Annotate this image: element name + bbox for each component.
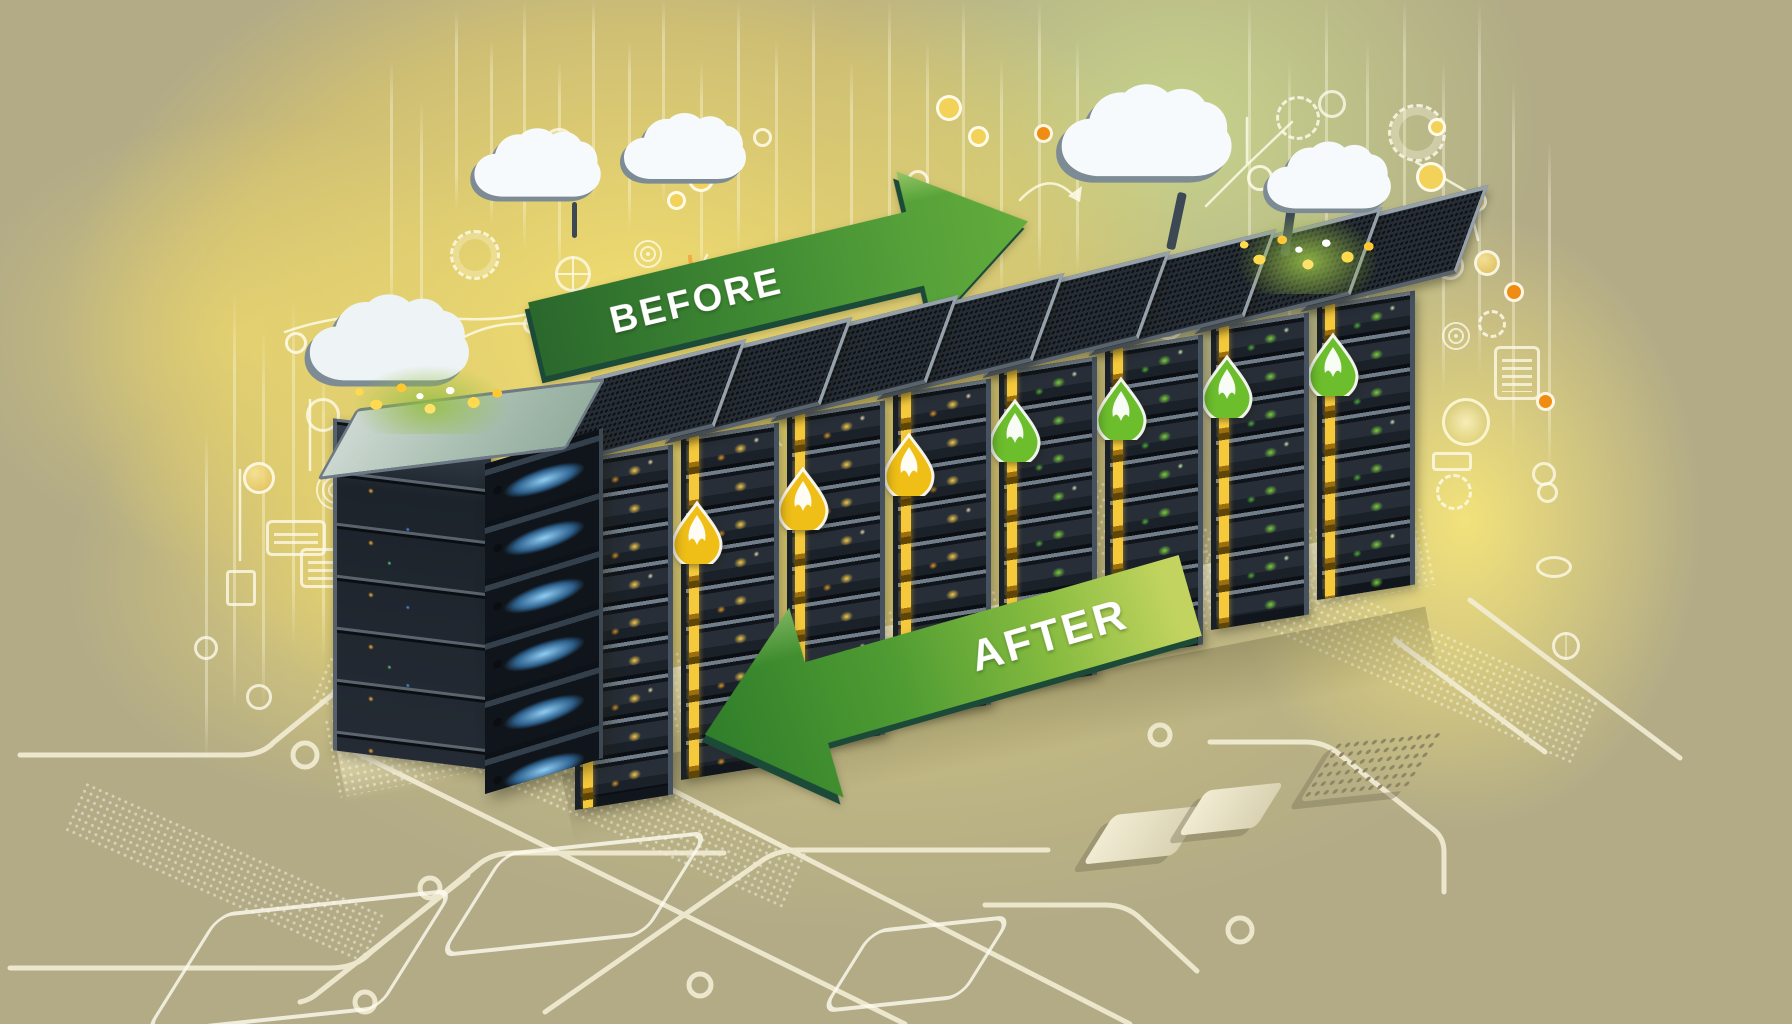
coin-icon xyxy=(243,462,275,494)
cloud-pole xyxy=(572,202,577,238)
sky-line xyxy=(1000,60,1003,295)
server-rack-column xyxy=(1089,228,1277,660)
flower-patch xyxy=(1232,212,1384,294)
node-dot-icon xyxy=(936,95,962,121)
sky-line xyxy=(1248,0,1251,315)
sky-line xyxy=(850,60,853,315)
server-rack-column xyxy=(1301,184,1489,600)
tag-icon xyxy=(1432,452,1472,471)
shell-spiral-icon xyxy=(632,238,664,270)
flame-glyph-icon xyxy=(688,515,706,545)
pin-icon xyxy=(194,636,218,660)
sky-line xyxy=(455,10,458,210)
node-dot-icon xyxy=(968,126,989,147)
sky-line xyxy=(390,60,393,320)
protection-badge-icon xyxy=(1307,332,1359,396)
sky-line xyxy=(592,0,595,200)
document-icon xyxy=(1494,346,1540,400)
sky-line xyxy=(205,430,208,760)
sky-line xyxy=(1512,80,1515,455)
node-ring-icon xyxy=(285,332,307,354)
document-icon xyxy=(266,520,326,556)
cloud-icon xyxy=(1056,84,1232,183)
node-dot-icon xyxy=(1504,282,1524,302)
sky-line xyxy=(888,0,891,295)
chip-icon xyxy=(226,570,256,606)
flame-glyph-icon xyxy=(1006,413,1024,443)
cloud-icon xyxy=(620,113,746,184)
server-rack-column xyxy=(771,294,959,750)
lead-rack-blue-side xyxy=(485,427,603,795)
protection-badge-icon xyxy=(989,398,1041,462)
arrowhead-doodle-icon xyxy=(1068,186,1082,202)
protection-badge-icon xyxy=(1201,354,1253,418)
node-dot-icon xyxy=(1428,118,1446,136)
flame-glyph-icon xyxy=(1324,347,1342,377)
node-ring-icon xyxy=(753,128,772,147)
node-dot-icon xyxy=(1416,162,1446,192)
oval-icon xyxy=(1536,556,1572,578)
flame-glyph-icon xyxy=(1112,391,1130,421)
cloud-icon xyxy=(1263,141,1391,214)
windmill-icon xyxy=(1276,96,1320,140)
sky-line xyxy=(322,360,325,660)
sky-line xyxy=(233,290,236,710)
infinity-icon xyxy=(1537,482,1558,503)
node-dot-icon xyxy=(1034,124,1053,143)
sun-icon xyxy=(1388,104,1446,162)
sky-line xyxy=(490,40,493,225)
sky-line xyxy=(420,100,423,400)
protection-badge-icon xyxy=(883,432,935,496)
gear-flower-icon xyxy=(1436,474,1472,510)
sky-line xyxy=(812,0,815,275)
gear-icon xyxy=(450,230,500,280)
sky-line xyxy=(523,0,526,250)
server-rack-column xyxy=(877,272,1065,720)
sky-line xyxy=(962,0,965,255)
server-rack-column xyxy=(665,316,853,780)
sky-line xyxy=(292,300,295,645)
rack-rail xyxy=(689,435,699,779)
shell-spiral-icon xyxy=(1438,318,1474,354)
flame-glyph-icon xyxy=(1218,369,1236,399)
sky-line xyxy=(737,0,740,255)
sky-line xyxy=(1548,140,1551,475)
coin-icon xyxy=(1474,250,1500,276)
flower-patch xyxy=(346,364,514,434)
gear-icon xyxy=(1478,310,1506,338)
pin-icon xyxy=(306,398,340,432)
flame-glyph-icon xyxy=(900,447,918,477)
server-rack-column xyxy=(1195,206,1383,630)
node-dot-icon xyxy=(1536,392,1555,411)
node-ring-icon xyxy=(1318,90,1346,118)
flame-glyph-icon xyxy=(794,481,812,511)
sky-line xyxy=(262,330,265,710)
protection-badge-icon xyxy=(671,500,723,564)
sky-line xyxy=(662,0,665,205)
cloud-icon xyxy=(470,128,601,202)
node-dot-icon xyxy=(667,191,686,210)
phi-icon xyxy=(1552,632,1580,660)
protection-badge-icon xyxy=(1095,376,1147,440)
sky-line xyxy=(628,40,631,230)
protection-badge-icon xyxy=(777,466,829,530)
cloud-icon xyxy=(304,294,469,387)
mesh-sphere-icon xyxy=(555,256,591,292)
sky-line xyxy=(775,40,778,275)
server-rack-column xyxy=(983,250,1171,690)
apple-icon xyxy=(1442,398,1490,446)
pin-icon xyxy=(246,684,272,710)
